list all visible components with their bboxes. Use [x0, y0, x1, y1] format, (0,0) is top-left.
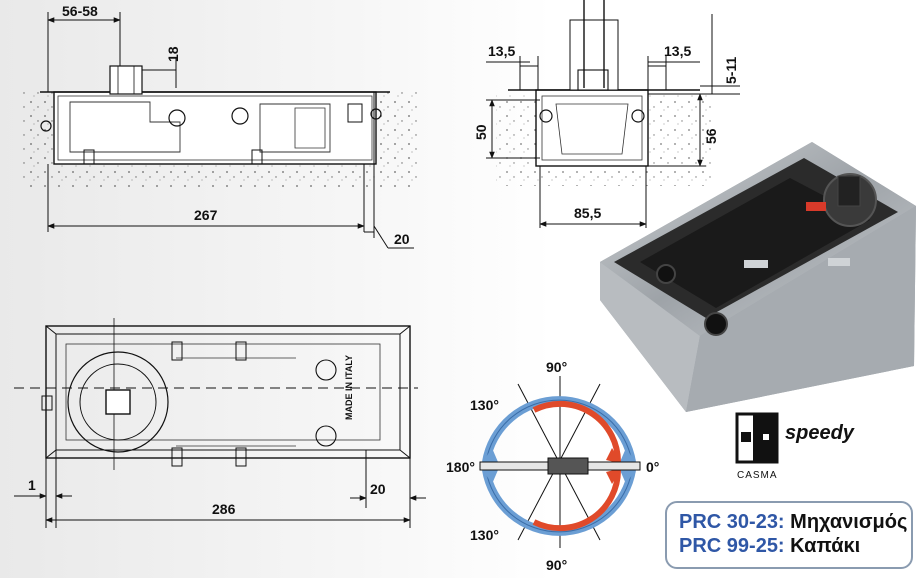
cover-code: PRC 99-25:	[679, 535, 785, 557]
side-view-dimensions: 56-58 18 267 20	[47, 3, 414, 249]
opening-angles-diagram	[479, 376, 641, 548]
dim-plate-end: 20	[370, 481, 386, 497]
dim-top-offset: 56-58	[62, 3, 98, 19]
info-line-cover: PRC 99-25: Καπάκι	[679, 534, 911, 558]
dim-height-inner: 50	[473, 124, 489, 140]
brand-sub: CASMA	[737, 470, 778, 481]
dim-end-offset: 20	[394, 231, 410, 247]
product-photo	[600, 142, 916, 412]
dim-body-length: 267	[194, 207, 218, 223]
speedy-logo: speedy CASMA	[735, 412, 875, 494]
angle-bottom: 90°	[546, 557, 567, 573]
made-in-italy-label: MADE IN ITALY	[344, 355, 354, 420]
dim-spindle-height: 18	[165, 46, 181, 62]
front-view-dimensions: 13,5 13,5 5-11 50 56 85,5	[473, 14, 740, 228]
front-section-view	[496, 0, 716, 186]
angle-upper-left: 130°	[470, 397, 499, 413]
plan-view-dimensions: 1 286 20	[14, 450, 426, 528]
mechanism-code: PRC 30-23:	[679, 511, 785, 533]
info-line-mechanism: PRC 30-23: Μηχανισμός	[679, 510, 911, 534]
dim-cover-gap: 5-11	[723, 57, 739, 84]
dim-side-ear-left: 13,5	[488, 43, 515, 59]
casma-logo-icon	[735, 412, 779, 464]
dim-side-ear-right: 13,5	[664, 43, 691, 59]
angle-lower-left: 130°	[470, 527, 499, 543]
angle-top: 90°	[546, 359, 567, 375]
dim-edge-gap: 1	[28, 477, 36, 493]
dim-plate-length: 286	[212, 501, 236, 517]
angle-labels: 90° 130° 180° 0° 130° 90°	[446, 359, 659, 573]
angle-left: 180°	[446, 459, 475, 475]
product-info-box: PRC 30-23: Μηχανισμός PRC 99-25: Καπάκι	[665, 501, 913, 569]
cover-desc: Καπάκι	[790, 535, 861, 557]
top-plan-view: MADE IN ITALY	[14, 318, 418, 470]
angle-right: 0°	[646, 459, 659, 475]
mechanism-desc: Μηχανισμός	[790, 511, 908, 533]
dim-base-width: 85,5	[574, 205, 601, 221]
brand-name: speedy	[785, 422, 854, 444]
side-section-view	[22, 65, 417, 190]
dim-height-outer: 56	[703, 128, 719, 144]
